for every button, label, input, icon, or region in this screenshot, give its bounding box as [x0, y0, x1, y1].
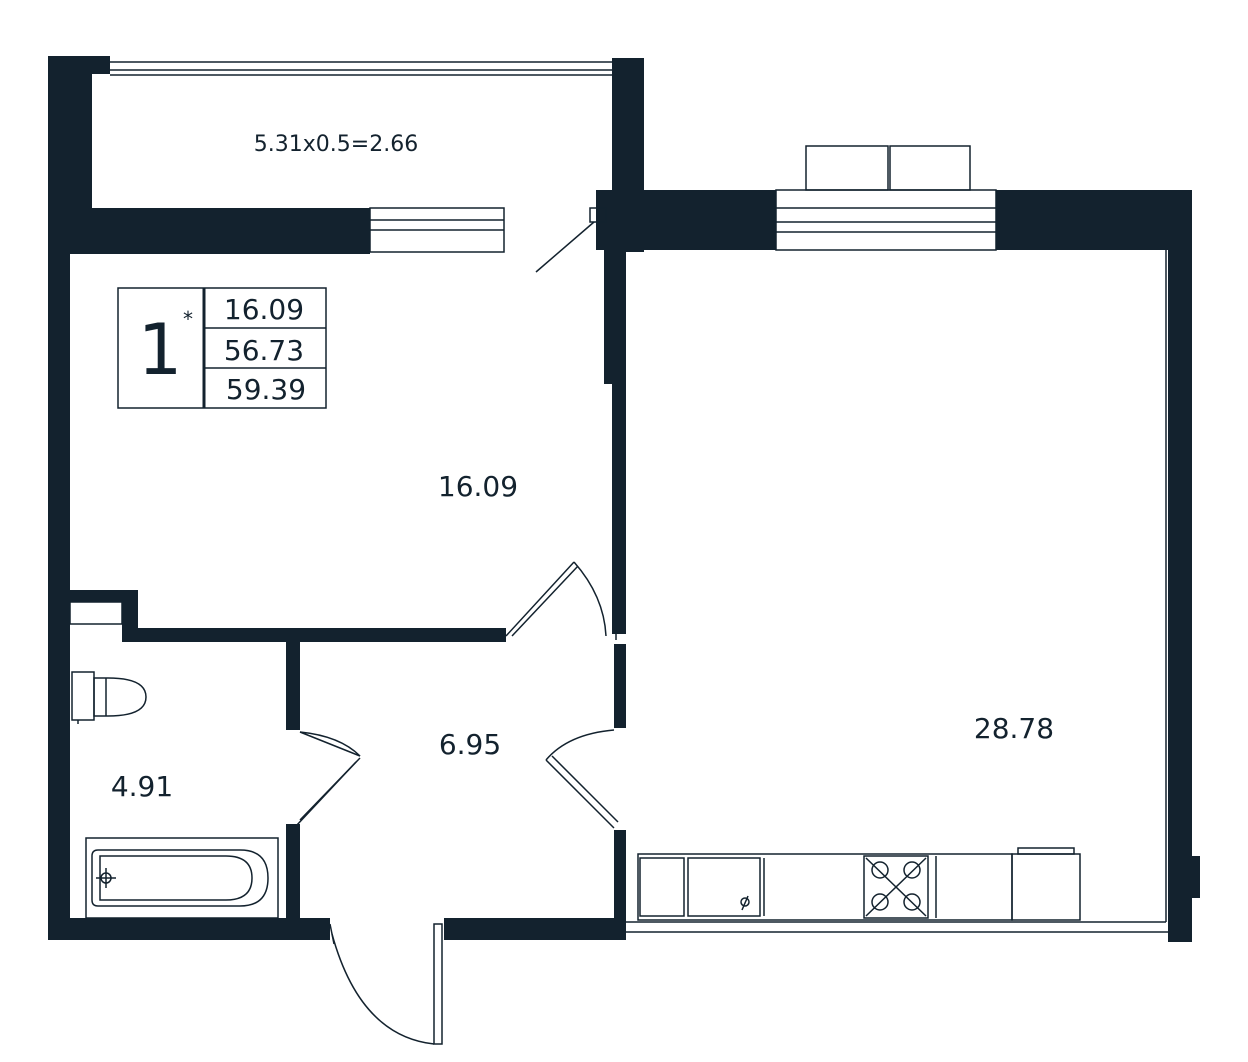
balcony-area-label: 5.31x0.5=2.66 — [254, 132, 418, 157]
hall-area-label: 6.95 — [439, 728, 501, 761]
sink-icon — [687, 857, 761, 917]
summary-living-area: 16.09 — [224, 293, 304, 326]
kitchen-living-area-label: 28.78 — [974, 712, 1054, 745]
wall-left — [48, 250, 70, 940]
wall-top-kitchen-left — [596, 190, 776, 250]
dishwasher-icon — [639, 857, 685, 917]
wall-bath-hall-lower — [286, 824, 300, 924]
wall-balcony-left-cap — [48, 56, 110, 74]
toilet-icon — [71, 671, 95, 721]
wall-balcony-bottom — [48, 208, 370, 254]
wall-bath-hall-upper — [286, 640, 300, 730]
summary-total-area: 56.73 — [224, 334, 304, 367]
thin-lines — [69, 61, 1168, 1045]
summary-asterisk: * — [183, 307, 193, 331]
wall-bath-step — [122, 590, 138, 642]
bathtub-icon — [85, 837, 279, 919]
wall-partition-bottom — [614, 830, 626, 940]
summary-rooms-count: 1 — [138, 309, 183, 391]
wall-bottom-right — [444, 918, 626, 940]
wall-partition-mid — [612, 384, 626, 634]
bedroom-area-label: 16.09 — [438, 470, 518, 503]
bathroom-area-label: 4.91 — [111, 770, 173, 803]
stove-icon — [863, 855, 929, 919]
summary-total-with-balcony: 59.39 — [226, 373, 306, 406]
wall-partition-upper — [604, 250, 626, 384]
wall-right-nub — [1190, 856, 1200, 898]
wall-bedroom-bottom — [126, 628, 506, 642]
wall-bottom-left — [48, 918, 330, 940]
wall-top-kitchen-right — [996, 190, 1192, 250]
wall-right — [1168, 190, 1192, 942]
wall-partition-lower — [614, 644, 626, 728]
wall-bath-step-top — [66, 590, 136, 602]
walls — [48, 56, 1200, 942]
summary-box — [117, 287, 327, 409]
